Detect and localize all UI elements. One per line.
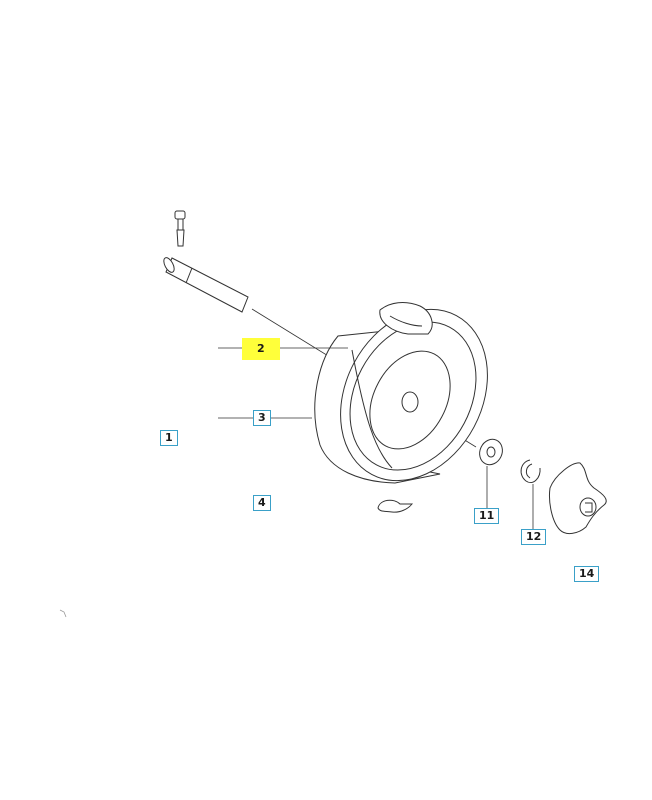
callout-2[interactable]: 2 — [242, 338, 280, 360]
valve-clip — [377, 499, 414, 513]
callout-11[interactable]: 11 — [474, 508, 500, 524]
callout-4[interactable]: 4 — [253, 495, 271, 511]
hub-cap — [549, 462, 607, 535]
callout-12[interactable]: 12 — [521, 529, 547, 545]
callout-3[interactable]: 3 — [253, 410, 271, 426]
callout-14[interactable]: 14 — [574, 566, 600, 582]
washer — [479, 438, 503, 466]
retaining-clip — [520, 459, 541, 483]
callout-1[interactable]: 1 — [160, 430, 178, 446]
axle-bolt — [163, 210, 249, 313]
stray-mark — [59, 609, 67, 618]
wheel — [314, 302, 488, 484]
